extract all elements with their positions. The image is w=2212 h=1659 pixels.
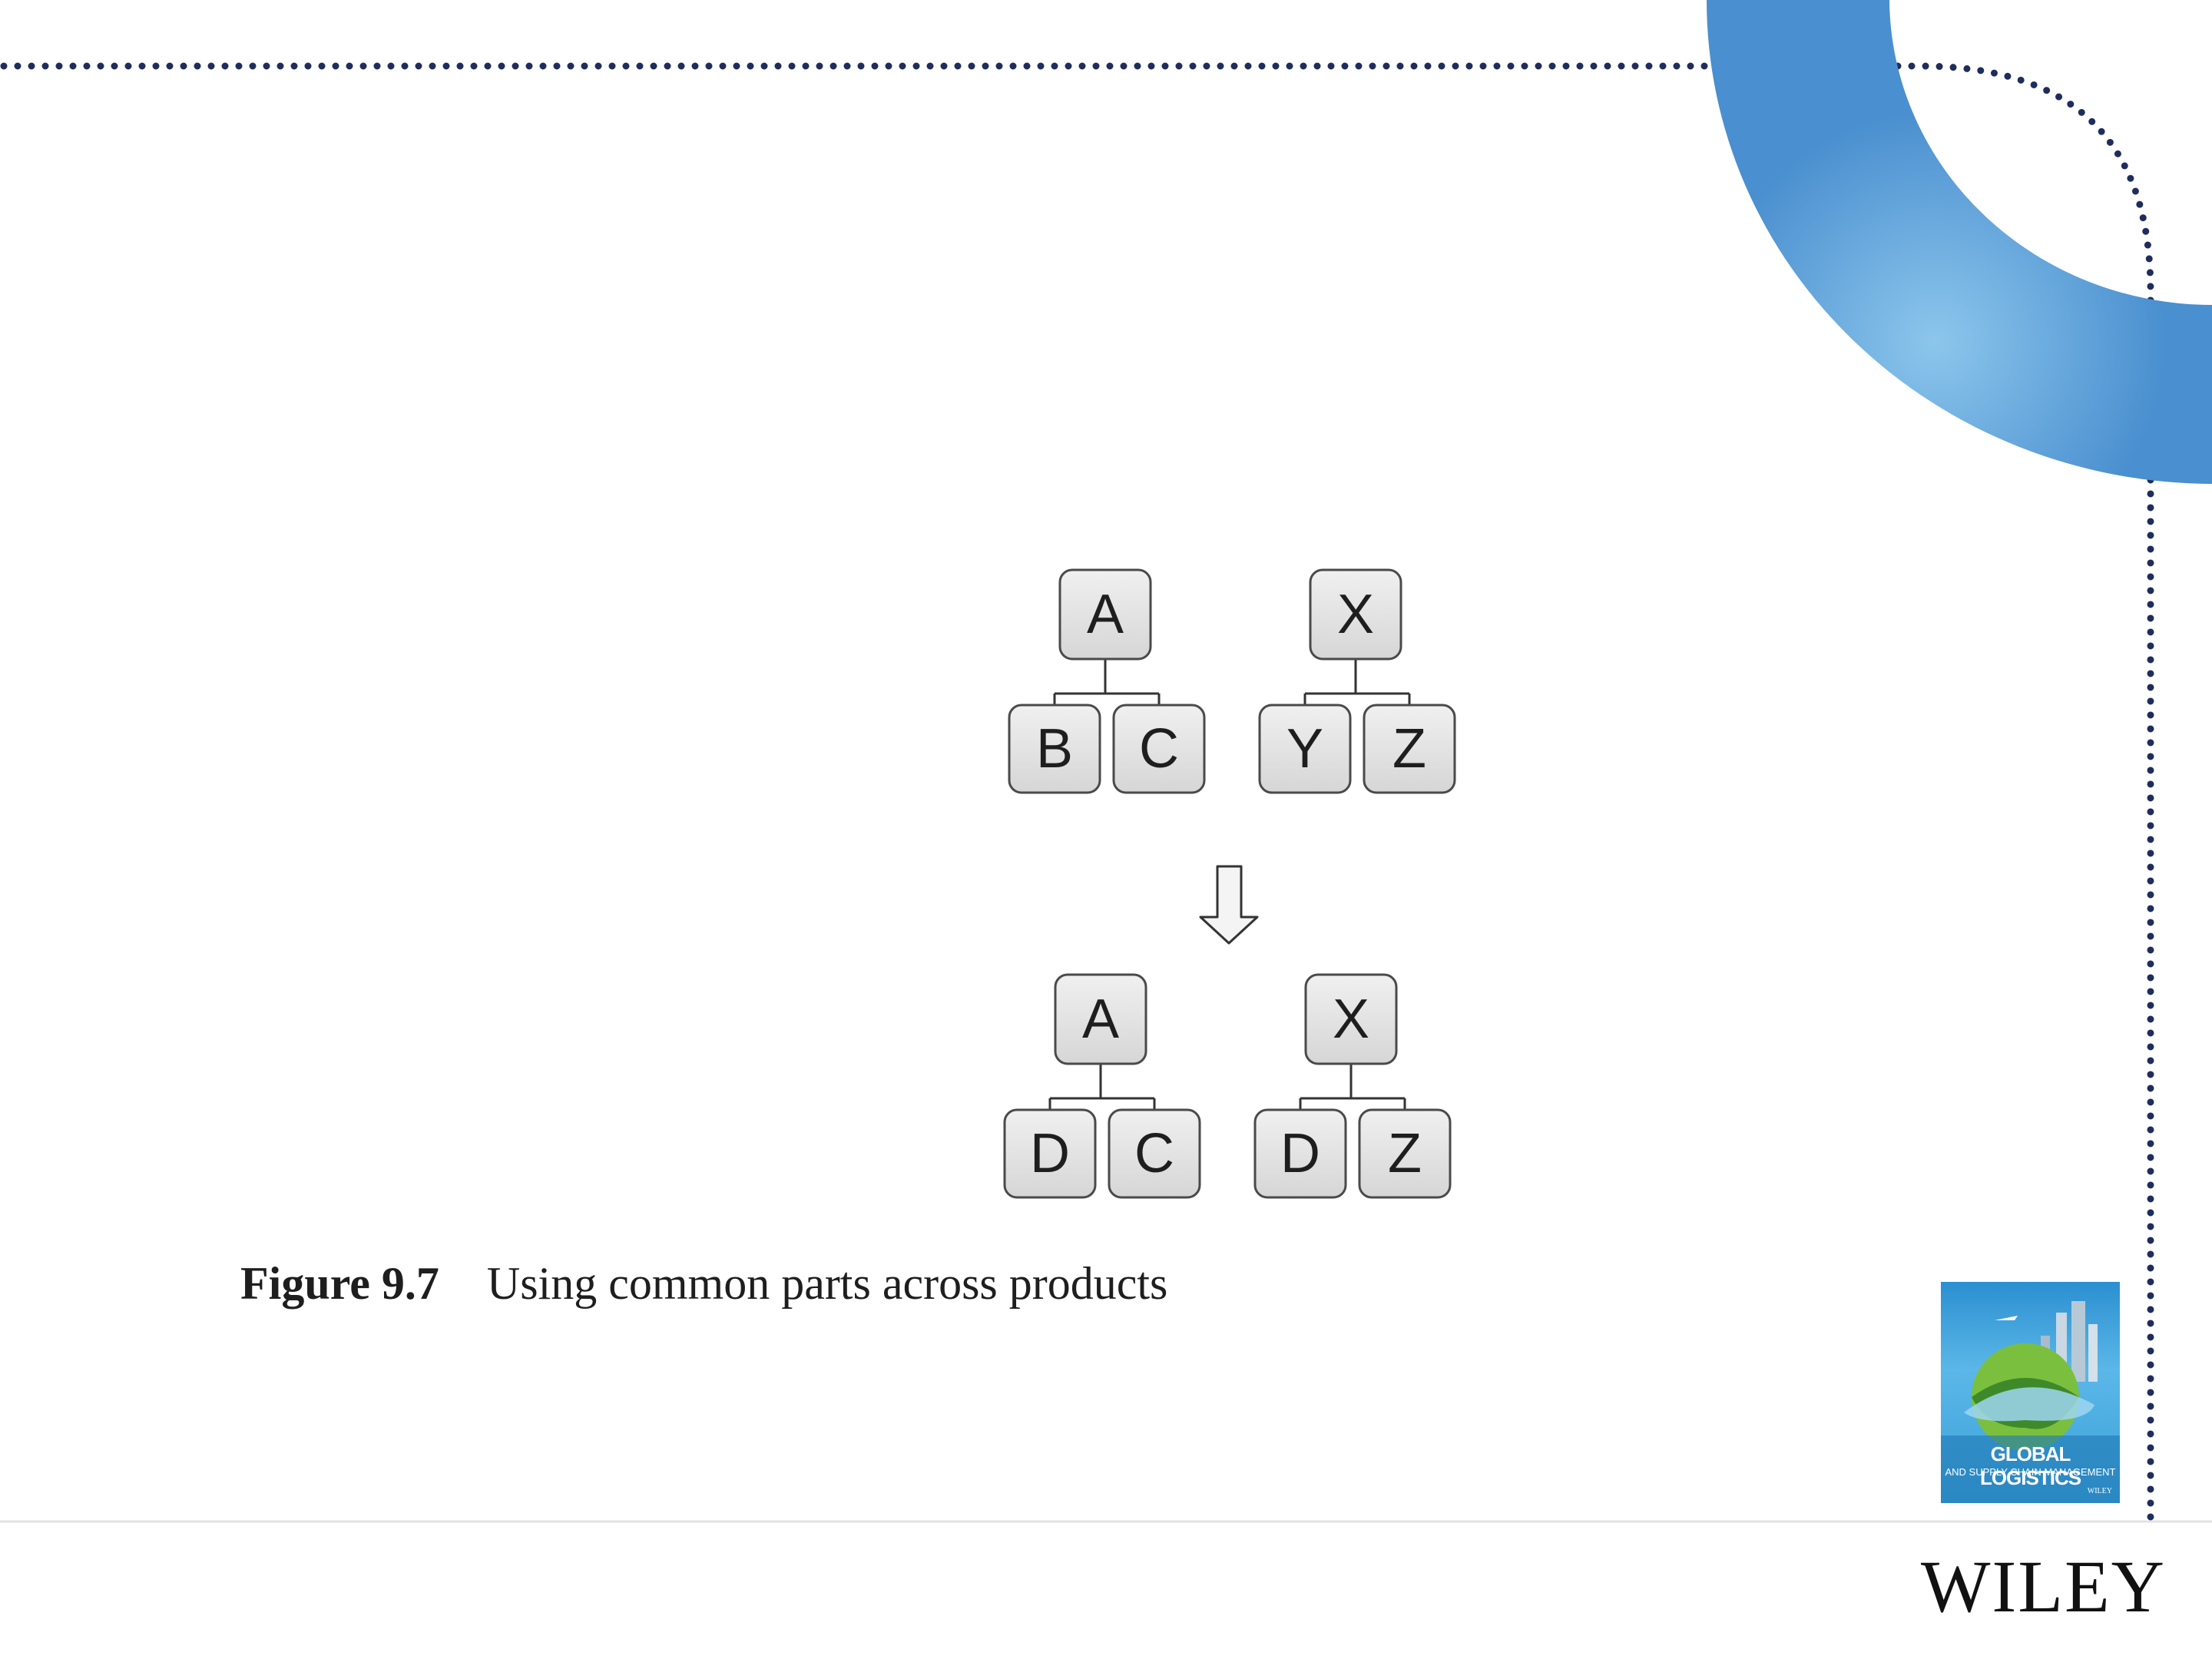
blue-arc-shape	[1707, 0, 2212, 484]
node-B: B	[1008, 704, 1101, 794]
down-arrow-icon	[1199, 865, 1259, 945]
node-label: X	[1337, 584, 1374, 645]
node-label: Z	[1392, 718, 1426, 780]
tree-top-left: A B C	[1008, 568, 1206, 794]
node-D: D	[1003, 1108, 1097, 1199]
node-A: A	[1058, 568, 1152, 661]
node-X: X	[1309, 568, 1402, 661]
node-D: D	[1253, 1108, 1347, 1199]
node-label: B	[1036, 718, 1073, 780]
book-cover-thumbnail: GLOBAL LOGISTICS AND SUPPLY CHAIN MANAGE…	[1941, 1282, 2120, 1503]
tree-connector	[1053, 659, 1161, 705]
tree-bottom-right: X D Z	[1253, 973, 1452, 1199]
tree-connector	[1303, 659, 1411, 705]
node-label: C	[1134, 1123, 1174, 1184]
node-Y: Y	[1258, 704, 1352, 794]
tree-top-right: X Y Z	[1258, 568, 1456, 794]
figure-number: Figure 9.7	[240, 1258, 439, 1309]
node-A: A	[1054, 973, 1147, 1065]
dotted-frame-line	[0, 62, 2154, 1525]
tree-bottom-left: A D C	[1003, 973, 1201, 1199]
node-Z: Z	[1363, 704, 1456, 794]
node-label: C	[1139, 718, 1179, 780]
book-cover-publisher: WILEY	[2087, 1487, 2112, 1495]
node-label: Y	[1286, 718, 1323, 780]
node-label: Z	[1388, 1123, 1422, 1184]
node-C: C	[1108, 1108, 1201, 1199]
logo-text: WILEY	[1920, 1545, 2166, 1628]
node-X: X	[1304, 973, 1398, 1065]
node-label: X	[1333, 988, 1369, 1050]
tree-connector	[1048, 1064, 1156, 1110]
figure-caption-text: Using common parts across products	[486, 1258, 1168, 1309]
book-cover-subtitle: AND SUPPLY CHAIN MANAGEMENT	[1945, 1466, 2116, 1478]
node-label: A	[1087, 584, 1124, 645]
node-C: C	[1112, 704, 1206, 794]
tree-connector	[1299, 1064, 1406, 1110]
book-cover-art	[1941, 1301, 2120, 1503]
wiley-logo: WILEY	[1897, 1544, 2166, 1629]
node-Z: Z	[1358, 1108, 1452, 1199]
book-cover-title: GLOBAL LOGISTICS	[1979, 1442, 2081, 1489]
node-label: A	[1082, 988, 1119, 1050]
node-label: D	[1030, 1123, 1070, 1184]
node-label: D	[1280, 1123, 1320, 1184]
figure-caption: Figure 9.7 Using common parts across prod…	[240, 1257, 1167, 1310]
